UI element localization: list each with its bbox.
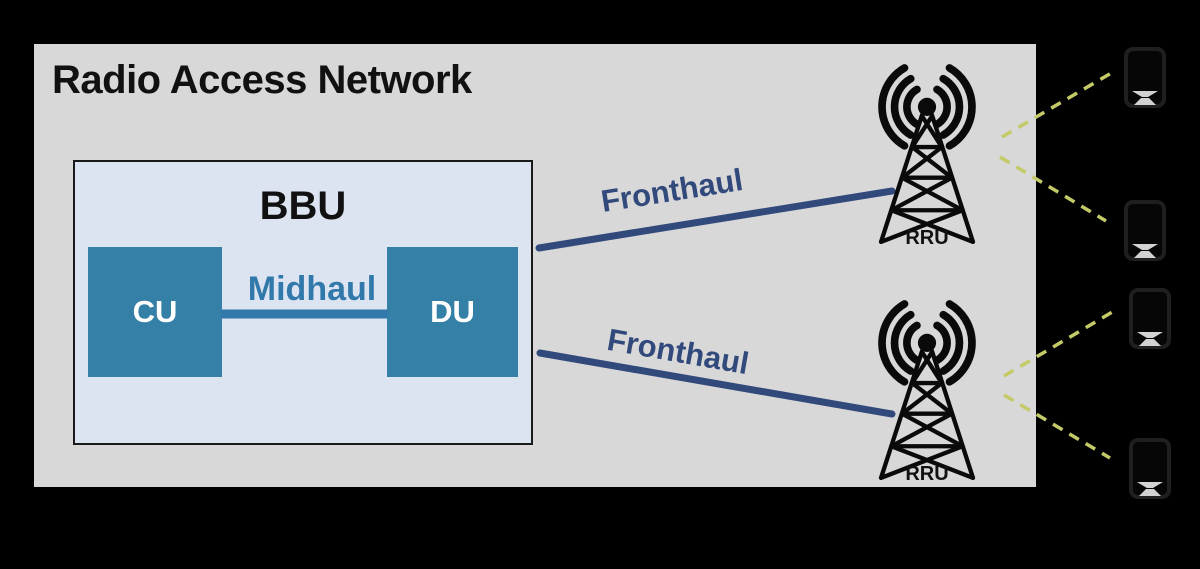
cu-box: CU xyxy=(88,247,222,377)
midhaul-label: Midhaul xyxy=(247,270,377,308)
rru-bottom: RRU xyxy=(860,286,994,485)
ran-panel: Radio Access Network BBU CU DU xyxy=(34,44,1036,487)
cell-tower-icon xyxy=(860,50,994,248)
rru-top: RRU xyxy=(860,50,994,249)
monitor-icon xyxy=(1129,438,1171,499)
du-box: DU xyxy=(387,247,518,377)
cell-tower-icon xyxy=(860,286,994,484)
rru-top-label: RRU xyxy=(905,227,949,249)
bbu-box: BBU CU DU xyxy=(73,160,533,445)
du-label: DU xyxy=(430,294,475,329)
rru-bottom-label: RRU xyxy=(905,463,949,485)
monitor-icon xyxy=(1129,288,1171,349)
cu-label: CU xyxy=(132,294,178,329)
monitor-icon xyxy=(1124,47,1166,108)
bbu-title: BBU xyxy=(259,184,347,228)
monitor-icon xyxy=(1124,200,1166,261)
ran-title: Radio Access Network xyxy=(52,58,472,102)
